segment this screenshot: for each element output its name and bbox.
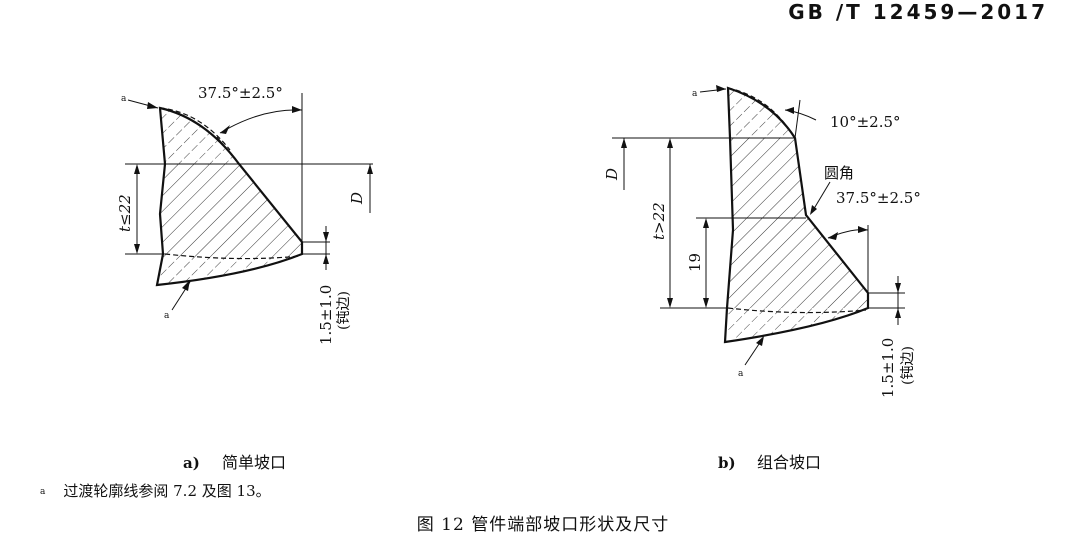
footnote-text: 过渡轮廓线参阅 7.2 及图 13。 [63,482,271,500]
D-label-a: D [348,192,366,205]
root-face-note-b: (钝边) [900,346,916,385]
dim-19-b: 19 [686,253,704,272]
angle-bottom-b: 37.5°±2.5° [836,189,921,207]
t-label-a: t≤22 [116,194,134,232]
root-face-a: 1.5±1.0 [317,285,335,345]
pipe-wall-section-b [727,138,868,308]
transition-zone-top-b [728,88,795,138]
transition-zone-bottom [157,254,302,285]
caption-a-text: 简单坡口 [222,453,286,472]
caption-b-letter: b) [718,454,736,472]
standard-code: GB /T 12459—2017 [788,0,1048,24]
D-label-b: D [603,168,621,181]
transition-zone-top [160,108,239,164]
root-face-b: 1.5±1.0 [879,338,897,398]
mark-a-top: a [121,94,127,104]
caption-b: b) 组合坡口 [718,453,821,472]
caption-a-letter: a) [183,454,200,472]
footnote: a 过渡轮廓线参阅 7.2 及图 13。 [40,480,271,501]
pipe-wall-section [160,164,302,254]
mark-a-bottom: a [164,311,170,321]
angle-label-a: 37.5°±2.5° [198,84,283,102]
caption-b-text: 组合坡口 [757,453,821,472]
t-label-b: t>22 [650,202,668,240]
caption-a: a) 简单坡口 [183,453,286,472]
transition-zone-bottom-b [725,308,868,342]
angle-top-b: 10°±2.5° [830,113,901,131]
footnote-mark: a [40,487,46,497]
fillet-label-b: 圆角 [824,164,854,182]
figure-title: 图 12 管件端部坡口形状及尺寸 [416,515,670,535]
combined-bevel-figure: 10°±2.5° 圆角 37.5°±2.5° D t>22 19 1.5±1.0… [603,85,921,398]
mark-b-bottom: a [738,369,744,379]
mark-b-top: a [692,89,698,99]
simple-bevel-figure: 37.5°±2.5° t≤22 D 1.5±1.0 (钝边) a a [116,84,373,345]
root-face-note-a: (钝边) [336,291,352,330]
